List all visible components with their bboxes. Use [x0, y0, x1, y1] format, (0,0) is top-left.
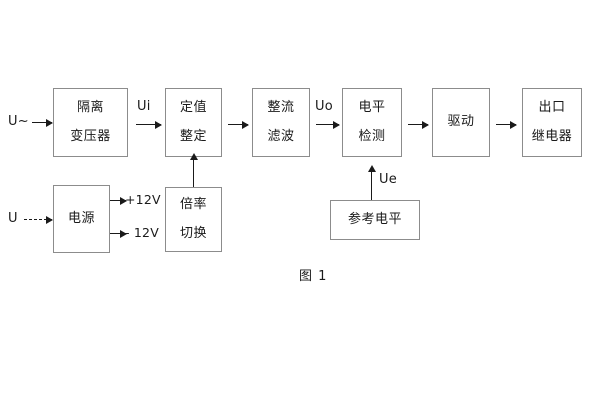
block-level-detection[interactable]: 电平 检测 — [342, 88, 402, 157]
block-power-supply-line1: 电源 — [67, 210, 95, 226]
arrow-isolation-transformer-to-setting-value — [136, 120, 162, 129]
block-isolation-transformer[interactable]: 隔离 变压器 — [53, 88, 128, 157]
input-label-dc: U — [8, 211, 18, 226]
figure-caption: 图 1 — [299, 269, 328, 284]
arrow-rectifier-filter-to-level-detection — [316, 120, 340, 129]
block-isolation-transformer-line2: 变压器 — [70, 129, 111, 144]
signal-label-ue: Ue — [379, 172, 397, 187]
rail-label-negative-12v: - 12V — [125, 225, 159, 240]
arrow-setting-value-to-rectifier-filter — [228, 120, 249, 129]
arrow-ac-input-to-isolation-transformer — [32, 118, 53, 127]
block-multiplier-switch[interactable]: 倍率 切换 — [165, 187, 222, 252]
block-level-detection-line2: 检测 — [358, 129, 386, 144]
arrow-multiplier-switch-to-setting-value — [189, 153, 198, 187]
block-multiplier-switch-line2: 切换 — [179, 226, 207, 241]
arrow-reference-level-to-level-detection — [367, 165, 376, 200]
block-setting-value-line1: 定值 — [179, 99, 207, 115]
block-multiplier-switch-line1: 倍率 — [179, 196, 207, 212]
block-level-detection-line1: 电平 — [358, 99, 386, 115]
arrow-dc-input-to-power-supply — [24, 215, 53, 224]
arrow-drive-to-output-relay — [496, 120, 517, 129]
block-rectifier-filter-line1: 整流 — [267, 99, 295, 115]
signal-label-uo: Uo — [315, 99, 333, 114]
block-output-relay-line2: 继电器 — [531, 129, 573, 144]
block-isolation-transformer-line1: 隔离 — [76, 99, 104, 115]
input-label-ac: U~ — [8, 114, 29, 129]
block-rectifier-filter-line2: 滤波 — [267, 129, 295, 144]
arrow-power-supply-negative-rail — [110, 229, 127, 238]
block-output-relay[interactable]: 出口 继电器 — [522, 88, 582, 157]
block-drive[interactable]: 驱动 — [432, 88, 490, 157]
block-setting-value[interactable]: 定值 整定 — [165, 88, 222, 157]
signal-label-ui: Ui — [137, 99, 151, 114]
block-power-supply[interactable]: 电源 — [53, 185, 110, 253]
arrow-power-supply-positive-rail — [110, 196, 127, 205]
block-output-relay-line1: 出口 — [538, 99, 566, 115]
rail-label-positive-12v: +12V — [125, 192, 161, 207]
block-reference-level-line1: 参考电平 — [347, 211, 402, 227]
block-reference-level[interactable]: 参考电平 — [330, 200, 420, 240]
block-setting-value-line2: 整定 — [179, 129, 207, 144]
arrow-level-detection-to-drive — [408, 120, 429, 129]
block-drive-line1: 驱动 — [447, 114, 475, 130]
block-rectifier-filter[interactable]: 整流 滤波 — [252, 88, 310, 157]
